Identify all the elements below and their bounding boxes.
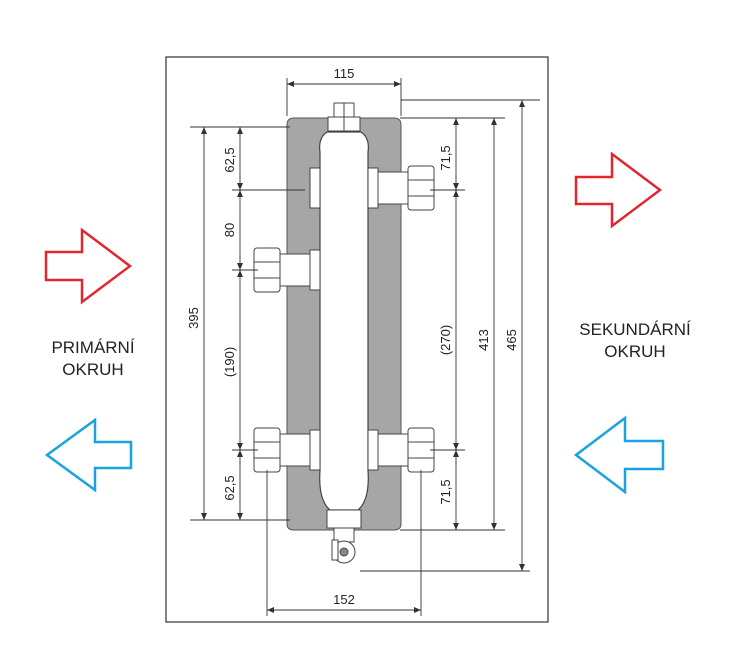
dim-left-80: 80 — [222, 223, 237, 237]
dim-right-465: 465 — [504, 329, 519, 351]
secondary-label-line1: SEKUNDÁRNÍ — [579, 320, 691, 339]
primary-label-line1: PRIMÁRNÍ — [51, 338, 135, 357]
arrow-left-icon — [573, 415, 665, 495]
secondary-circuit-label: SEKUNDÁRNÍ OKRUH — [555, 319, 715, 363]
arrow-right-icon — [574, 151, 663, 229]
fitting-left-upper — [253, 247, 311, 293]
dimension-arrowheads — [201, 81, 525, 613]
dim-left-bottom: 62,5 — [222, 475, 237, 500]
fitting-right-top — [377, 165, 435, 211]
primary-circuit-label: PRIMÁRNÍ OKRUH — [18, 337, 168, 381]
air-vent-valve — [327, 102, 361, 132]
drain-valve — [326, 509, 362, 564]
dim-bottom-width: 152 — [333, 592, 355, 607]
primary-label-line2: OKRUH — [62, 360, 124, 379]
fitting-left-lower — [253, 427, 311, 473]
arrow-right-icon — [44, 227, 133, 305]
dim-left-total: 395 — [186, 307, 201, 329]
dim-right-270: (270) — [438, 325, 453, 355]
dim-left-190: (190) — [222, 347, 237, 377]
dim-right-top: 71,5 — [438, 145, 453, 170]
fitting-right-lower — [377, 427, 435, 473]
dim-right-bottom: 71,5 — [438, 479, 453, 504]
separator-body — [286, 117, 402, 531]
dim-right-413: 413 — [476, 329, 491, 351]
arrow-left-icon — [44, 417, 133, 493]
dim-left-top: 62,5 — [222, 147, 237, 172]
dim-top-width: 115 — [334, 66, 355, 81]
secondary-label-line2: OKRUH — [604, 342, 666, 361]
